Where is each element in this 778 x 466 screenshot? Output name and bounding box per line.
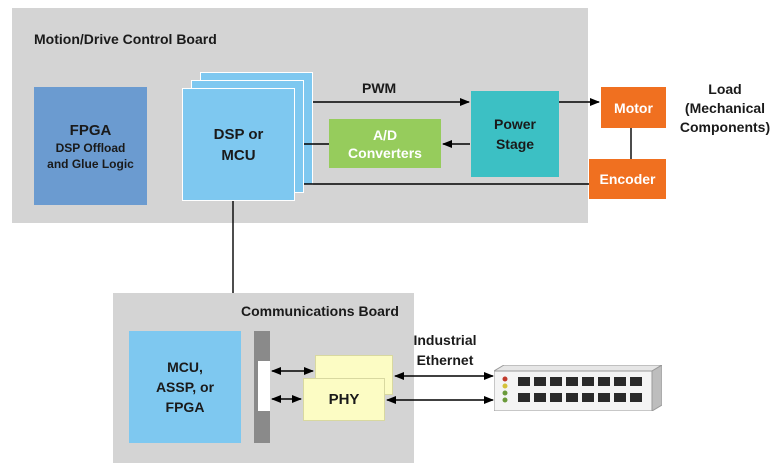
comms-mcu-block: MCU, ASSP, or FPGA [129,331,241,443]
load-line-1: Load [708,81,742,97]
comms-mcu-line-1: MCU, [167,359,203,375]
dsp-mcu-block: DSP or MCU [182,88,295,201]
dsp-line-2: MCU [221,146,256,164]
comms-board-title: Communications Board [241,303,399,319]
encoder-label: Encoder [599,171,656,187]
load-line-3: Components) [679,119,771,135]
motor-label: Motor [614,99,653,116]
adc-line-2: Converters [348,144,422,161]
connector-slot [254,361,270,411]
phy-label: PHY [328,391,360,408]
fpga-block: FPGA DSP Offload and Glue Logic [34,87,147,205]
comms-mcu-line-2: ASSP, or [155,379,215,395]
comms-mcu-line-3: FPGA [165,399,205,415]
ethernet-line-2: Ethernet [416,352,474,368]
ad-converters-block: A/D Converters [329,119,441,168]
fpga-subtitle-1: DSP Offload [55,140,126,155]
power-stage-line-1: Power [493,116,536,132]
adc-line-1: A/D [372,126,398,143]
encoder-block: Encoder [589,159,666,199]
dsp-line-1: DSP or [213,125,264,143]
industrial-ethernet-label: Industrial Ethernet [400,330,490,370]
load-line-2: (Mechanical [684,100,766,116]
motion-board-title: Motion/Drive Control Board [34,31,217,47]
motor-block: Motor [601,87,666,128]
power-stage-block: Power Stage [471,91,559,177]
ethernet-line-1: Industrial [413,332,477,348]
phy-block: PHY [303,378,385,421]
fpga-subtitle-2: and Glue Logic [47,156,134,171]
fpga-title: FPGA [69,121,112,139]
ethernet-switch-icon [494,365,662,411]
power-stage-line-2: Stage [495,136,535,152]
pwm-label: PWM [362,80,397,96]
load-label: Load (Mechanical Components) [672,80,778,137]
